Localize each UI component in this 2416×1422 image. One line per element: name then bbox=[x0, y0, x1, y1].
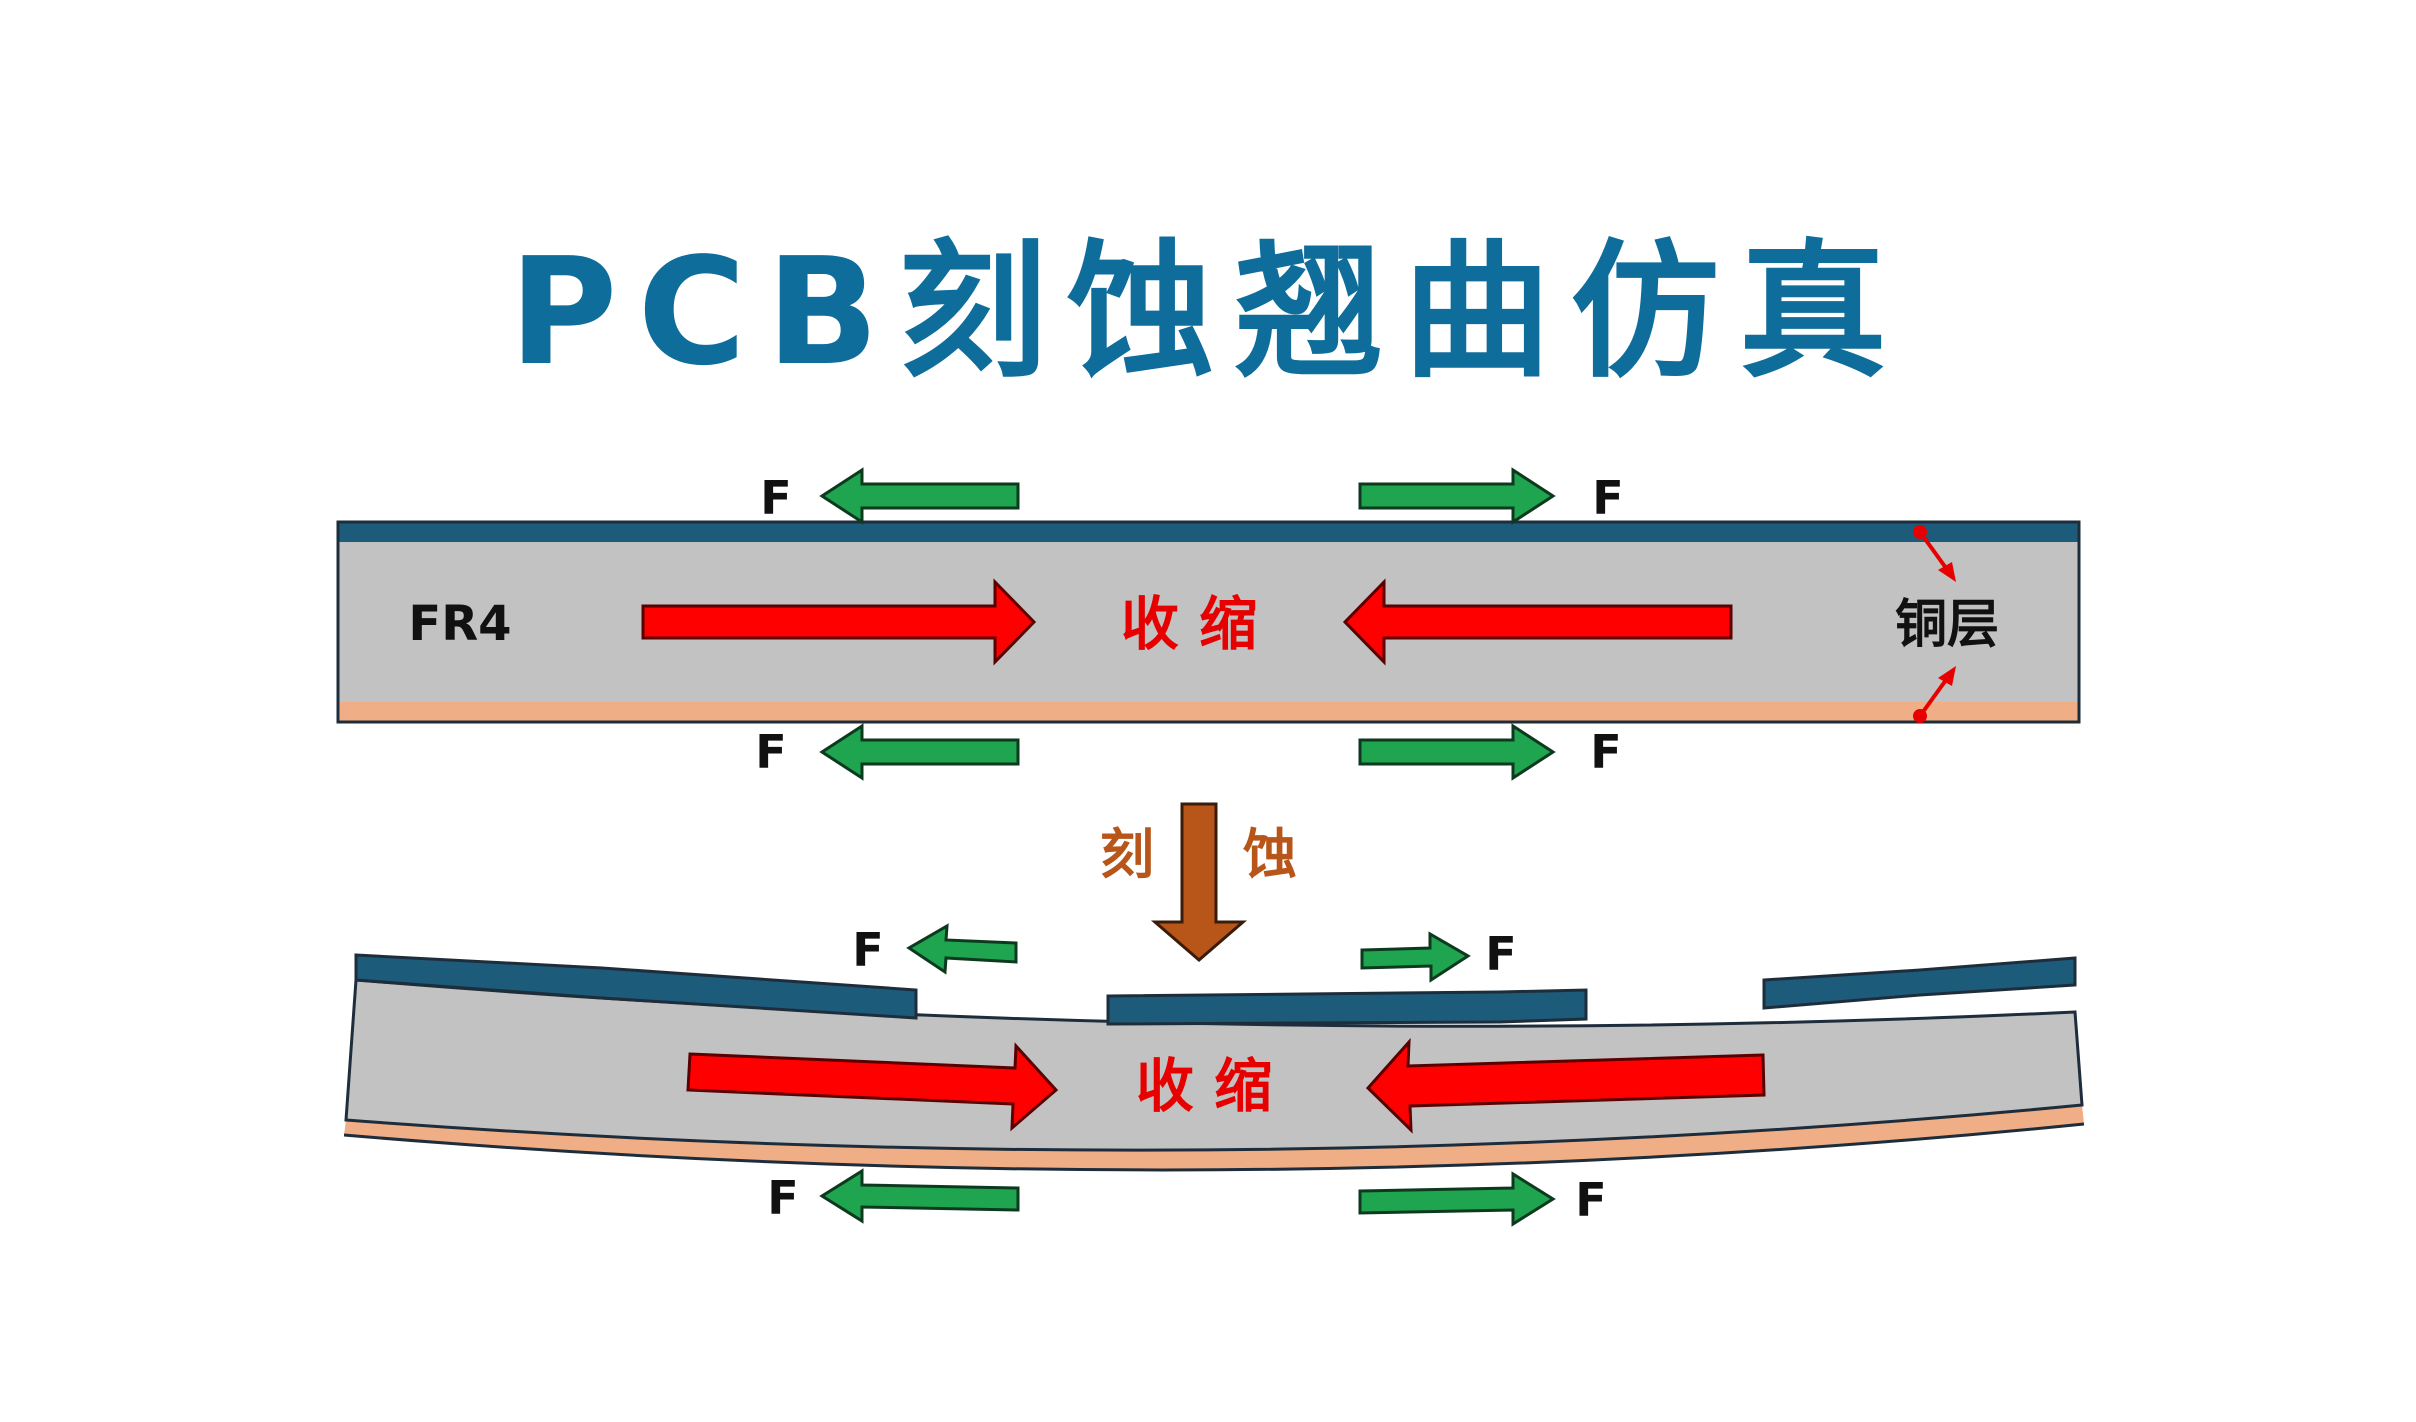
fr4-substrate bbox=[338, 542, 2079, 702]
shrink-arrow-left-warped bbox=[1365, 1037, 1766, 1134]
etched-copper-segment-center bbox=[1106, 988, 1588, 1026]
warped-bottom-outline bbox=[343, 1122, 2085, 1172]
force-label: F bbox=[1592, 471, 1623, 525]
force-label: F bbox=[755, 725, 786, 779]
force-arrow-warped-top-right bbox=[1360, 931, 1471, 983]
force-label: F bbox=[1590, 725, 1621, 779]
copper-layer-label: 铜层 bbox=[1895, 595, 1999, 655]
warped-board-outline bbox=[344, 978, 2084, 1152]
pointer-line-top bbox=[1918, 530, 1948, 570]
pointer-line-bottom bbox=[1918, 678, 1948, 718]
force-label: F bbox=[1485, 927, 1516, 981]
force-label: F bbox=[760, 471, 791, 525]
force-arrow-bottom-left bbox=[819, 723, 1020, 781]
flat-board bbox=[336, 520, 2081, 724]
etched-copper-segment-left bbox=[354, 953, 918, 1020]
shrink-arrow-right-warped bbox=[686, 1042, 1059, 1132]
force-label: F bbox=[1575, 1173, 1606, 1227]
shrink-arrow-right bbox=[641, 578, 1037, 666]
fr4-label: FR4 bbox=[408, 596, 511, 652]
force-arrow-warped-top-left bbox=[906, 923, 1018, 975]
force-arrow-top-right bbox=[1358, 467, 1556, 525]
etch-label-right: 蚀 bbox=[1243, 823, 1297, 886]
shrink-arrow-left bbox=[1342, 578, 1733, 666]
force-label: F bbox=[767, 1171, 798, 1225]
warped-board bbox=[343, 953, 2085, 1172]
force-arrow-warped-bottom-left bbox=[819, 1168, 1020, 1224]
force-arrow-top-left bbox=[819, 467, 1020, 525]
force-label: F bbox=[852, 923, 883, 977]
shrink-label: 收 缩 bbox=[1121, 590, 1257, 658]
warped-fr4-substrate bbox=[346, 980, 2082, 1151]
bottom-copper-layer bbox=[338, 702, 2079, 722]
warped-bottom-copper bbox=[344, 1105, 2084, 1170]
force-arrow-warped-bottom-right bbox=[1358, 1171, 1556, 1227]
etch-arrow bbox=[1150, 802, 1248, 962]
top-copper-layer bbox=[338, 522, 2079, 542]
copper-layer-pointers bbox=[1913, 525, 1956, 723]
etched-copper-segment-right bbox=[1762, 956, 2077, 1010]
etch-label-left: 刻 bbox=[1100, 823, 1154, 886]
page-title: PCB刻蚀翘曲仿真 bbox=[509, 226, 1907, 398]
flat-board-outline bbox=[336, 520, 2081, 724]
force-arrow-bottom-right bbox=[1358, 723, 1556, 781]
shrink-label-warped: 收 缩 bbox=[1136, 1052, 1272, 1120]
pointer-head-bottom bbox=[1938, 666, 1956, 686]
pointer-head-top bbox=[1938, 562, 1956, 582]
